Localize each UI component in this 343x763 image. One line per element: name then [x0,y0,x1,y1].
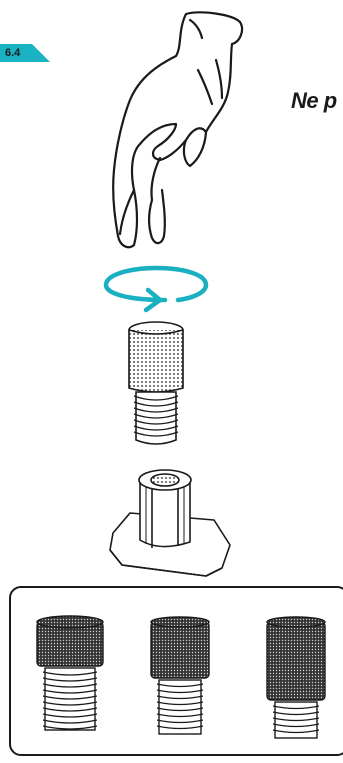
screw-variants-art [11,588,343,758]
short-screw-variant [37,616,103,730]
screw-variants-panel [9,586,343,756]
hand-icon [113,12,242,247]
long-screw-variant [267,617,325,738]
knurled-screw-icon [129,322,183,444]
rotate-arrow-icon [106,268,206,310]
threaded-insert-icon [110,470,230,576]
medium-screw-variant [151,617,209,734]
